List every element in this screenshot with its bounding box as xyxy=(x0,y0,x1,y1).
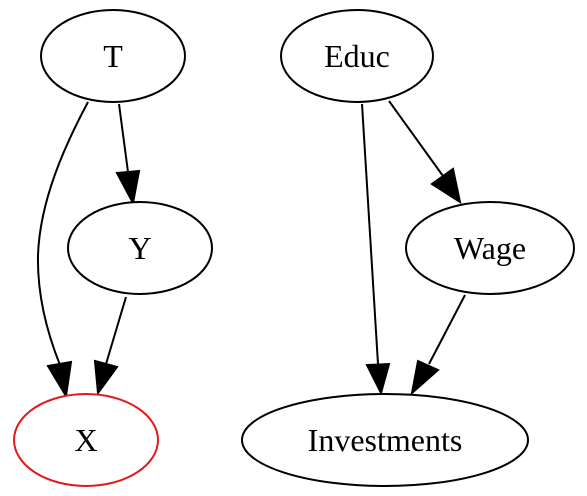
node-investments-shape xyxy=(241,393,529,487)
node-wage: Wage xyxy=(405,201,575,295)
node-x-label: X xyxy=(74,422,97,458)
edge-t-y xyxy=(115,103,141,206)
node-educ-shape xyxy=(280,9,434,103)
node-wage-label: Wage xyxy=(454,230,526,266)
node-x-shape xyxy=(13,393,159,487)
node-t-label: T xyxy=(103,38,123,74)
edge-t-x xyxy=(36,101,89,399)
node-educ-label: Educ xyxy=(324,38,390,74)
edge-educ-investments xyxy=(361,103,391,396)
node-investments: Investments xyxy=(241,393,529,487)
node-investments-label: Investments xyxy=(308,422,463,458)
node-y-shape xyxy=(67,201,213,295)
node-x: X xyxy=(13,393,159,487)
node-t-shape xyxy=(40,9,186,103)
node-y-label: Y xyxy=(128,230,151,266)
edge-y-x xyxy=(93,296,127,396)
node-y: Y xyxy=(67,201,213,295)
node-educ: Educ xyxy=(280,9,434,103)
node-wage-shape xyxy=(405,201,575,295)
edge-wage-investments xyxy=(410,294,466,396)
node-t: T xyxy=(40,9,186,103)
edge-educ-wage xyxy=(388,100,462,205)
